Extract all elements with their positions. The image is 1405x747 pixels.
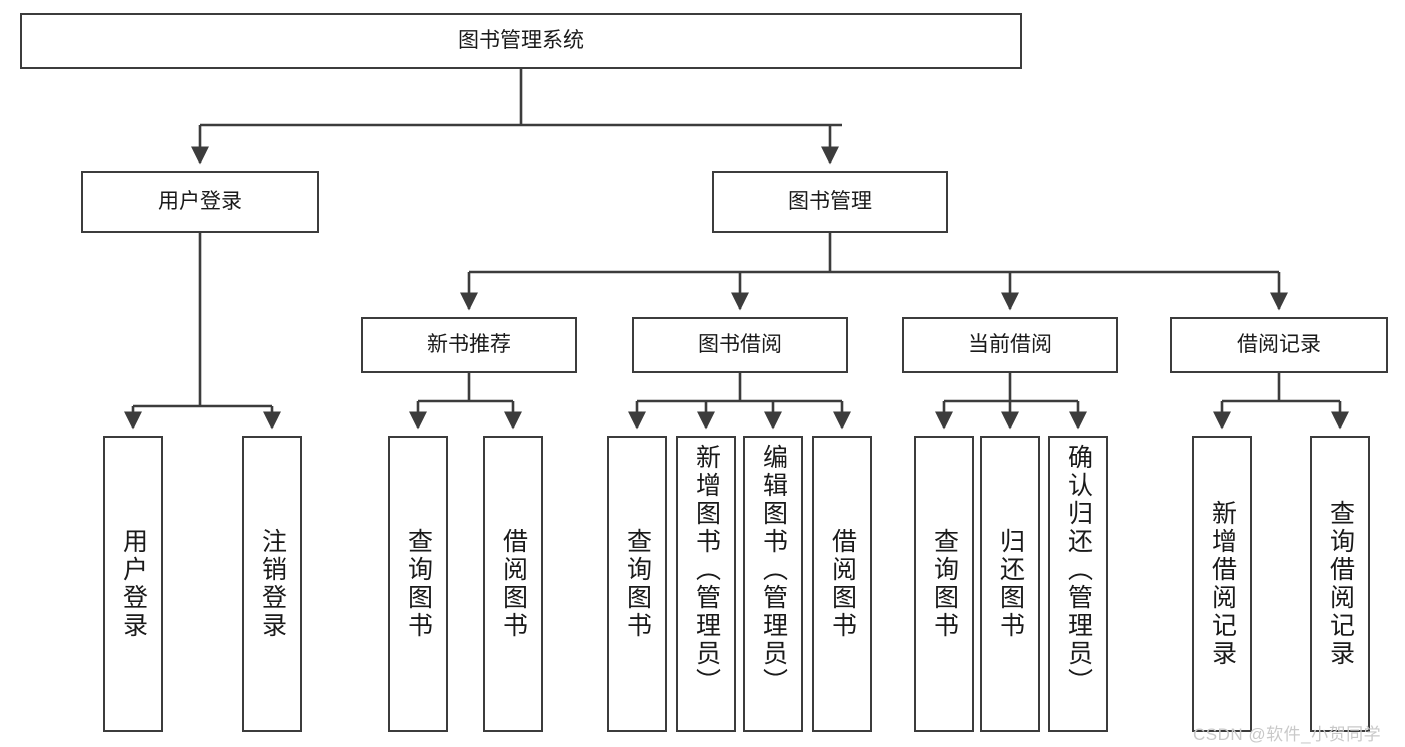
node-root-label: 图书管理系统: [458, 28, 584, 52]
node-leaf-add-book-label: 新增图书（管理员）: [692, 444, 721, 696]
node-new-book-rec-label: 新书推荐: [427, 332, 511, 356]
node-leaf-confirm-return[interactable]: 确认归还（管理员）: [1048, 436, 1108, 732]
node-leaf-query-book-1[interactable]: 查询图书: [388, 436, 448, 732]
node-leaf-borrow-book-2[interactable]: 借阅图书: [812, 436, 872, 732]
node-leaf-edit-book[interactable]: 编辑图书（管理员）: [743, 436, 803, 732]
node-borrow-record[interactable]: 借阅记录: [1170, 317, 1388, 373]
node-leaf-user-login[interactable]: 用户登录: [103, 436, 163, 732]
node-leaf-edit-book-label: 编辑图书（管理员）: [759, 444, 788, 696]
node-book-admin-label: 图书管理: [788, 189, 872, 213]
node-leaf-user-login-label: 用户登录: [119, 528, 148, 640]
node-leaf-user-logout-label: 注销登录: [258, 528, 287, 640]
node-leaf-query-record-label: 查询借阅记录: [1326, 500, 1355, 668]
node-user-login-label: 用户登录: [158, 189, 242, 213]
node-leaf-user-logout[interactable]: 注销登录: [242, 436, 302, 732]
node-current-borrow-label: 当前借阅: [968, 332, 1052, 356]
node-leaf-add-book[interactable]: 新增图书（管理员）: [676, 436, 736, 732]
node-leaf-query-record[interactable]: 查询借阅记录: [1310, 436, 1370, 732]
node-leaf-query-book-2[interactable]: 查询图书: [607, 436, 667, 732]
node-book-borrow[interactable]: 图书借阅: [632, 317, 848, 373]
node-book-admin[interactable]: 图书管理: [712, 171, 948, 233]
node-leaf-return-book-label: 归还图书: [996, 528, 1025, 640]
node-leaf-borrow-book-1[interactable]: 借阅图书: [483, 436, 543, 732]
node-borrow-record-label: 借阅记录: [1237, 332, 1321, 356]
node-root[interactable]: 图书管理系统: [20, 13, 1022, 69]
node-book-borrow-label: 图书借阅: [698, 332, 782, 356]
node-leaf-add-record-label: 新增借阅记录: [1208, 500, 1237, 668]
node-leaf-query-book-1-label: 查询图书: [404, 528, 433, 640]
csdn-watermark: CSDN @软件_小贺同学: [1193, 725, 1382, 744]
node-current-borrow[interactable]: 当前借阅: [902, 317, 1118, 373]
node-new-book-rec[interactable]: 新书推荐: [361, 317, 577, 373]
node-leaf-confirm-return-label: 确认归还（管理员）: [1064, 444, 1093, 696]
node-leaf-add-record[interactable]: 新增借阅记录: [1192, 436, 1252, 732]
node-leaf-borrow-book-2-label: 借阅图书: [828, 528, 857, 640]
node-leaf-query-book-3[interactable]: 查询图书: [914, 436, 974, 732]
node-user-login[interactable]: 用户登录: [81, 171, 319, 233]
node-leaf-query-book-3-label: 查询图书: [930, 528, 959, 640]
node-leaf-borrow-book-1-label: 借阅图书: [499, 528, 528, 640]
node-leaf-query-book-2-label: 查询图书: [623, 528, 652, 640]
node-leaf-return-book[interactable]: 归还图书: [980, 436, 1040, 732]
